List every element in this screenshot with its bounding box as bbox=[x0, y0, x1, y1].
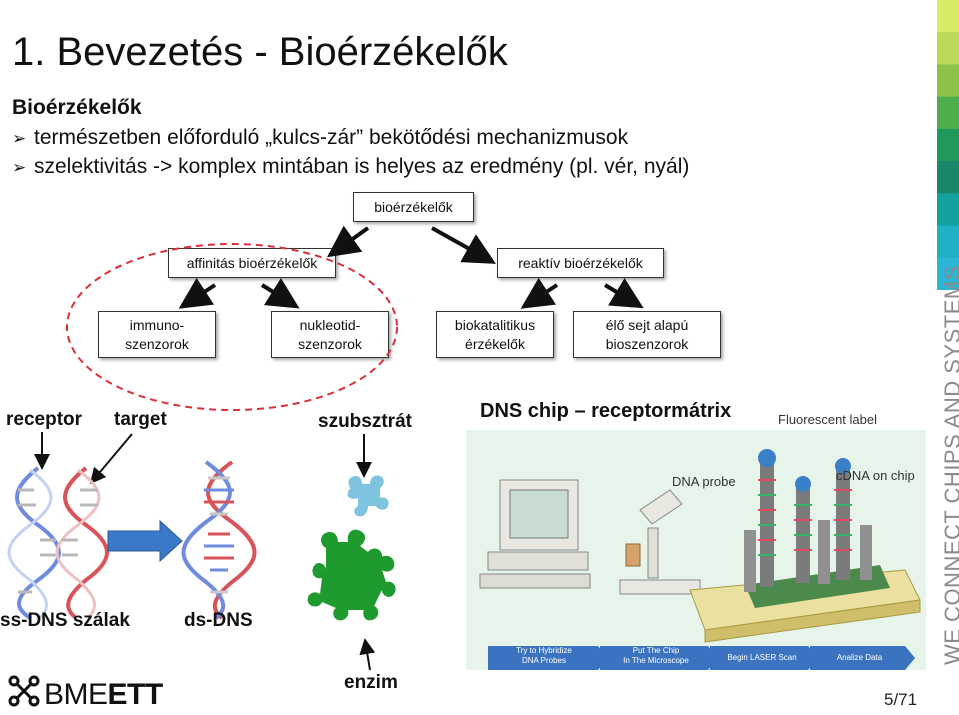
ss-dna-strand-2 bbox=[55, 466, 109, 620]
tree-arrow bbox=[520, 277, 559, 309]
living-cell-label: élő sejt alapú bbox=[605, 316, 689, 333]
brand-color-stripes bbox=[937, 0, 959, 290]
biocatalytic-label: érzékelők bbox=[465, 335, 525, 352]
nucleotide-box: nukleotid- szenzorok bbox=[271, 311, 389, 358]
reactive-box: reaktív bioérzékelők bbox=[497, 248, 664, 278]
nucleotide-label: szenzorok bbox=[298, 335, 362, 352]
tree-arrow bbox=[326, 225, 370, 258]
brand-stripe bbox=[937, 257, 959, 290]
bmeett-logo: BMEETT bbox=[44, 678, 163, 712]
brand-stripe bbox=[937, 32, 959, 65]
page-number: 5/71 bbox=[884, 690, 918, 709]
chip-title: DNS chip – receptormátrix bbox=[480, 400, 732, 422]
living-cell-label: bioszenzorok bbox=[605, 335, 689, 352]
substrate-label: szubsztrát bbox=[318, 411, 412, 432]
biocatalytic-label: biokatalitikus bbox=[454, 316, 536, 333]
immuno-label: immuno- bbox=[129, 316, 185, 333]
brand-stripe bbox=[937, 225, 959, 259]
nucleotide-label: nukleotid- bbox=[299, 316, 361, 333]
enzyme-label: enzim bbox=[344, 672, 398, 693]
slide-subtitle: Bioérzékelők bbox=[12, 96, 142, 119]
brand-stripe bbox=[937, 96, 959, 130]
tree-arrow bbox=[603, 278, 644, 309]
affinity-group-outline bbox=[66, 243, 398, 411]
brand-stripe bbox=[937, 64, 959, 98]
bullet-text: szelektivitás -> komplex mintában is hel… bbox=[34, 155, 690, 178]
step-label: Analize Data bbox=[836, 653, 883, 662]
enzyme-shape bbox=[307, 529, 396, 621]
brand-stripe bbox=[937, 128, 959, 162]
brand-stripe bbox=[937, 161, 959, 194]
enzyme-arrow bbox=[359, 638, 376, 671]
tree-arrow bbox=[178, 277, 217, 309]
fluorescent-label: Fluorescent label bbox=[778, 412, 877, 427]
slide-title: 1. Bevezetés - Bioérzékelők bbox=[12, 30, 508, 74]
receptor-label: receptor bbox=[6, 409, 83, 430]
affinity-label: affinitás bioérzékelők bbox=[186, 254, 318, 271]
living-cell-box: élő sejt alapú bioszenzorok bbox=[573, 311, 721, 358]
arrow-bullet-icon: ➢ bbox=[12, 158, 27, 177]
bullet-item: ➢ természetben előforduló „kulcs-zár” bek… bbox=[12, 126, 628, 150]
probe-stacks bbox=[744, 449, 872, 592]
brand-stripe bbox=[937, 0, 959, 33]
immuno-label: szenzorok bbox=[125, 335, 189, 352]
process-steps bbox=[488, 646, 915, 670]
target-label: target bbox=[114, 409, 167, 430]
brand-slogan: WE CONNECT CHIPS AND SYSTEMS bbox=[940, 265, 959, 665]
target-arrow bbox=[89, 433, 133, 485]
arrow-bullet-icon: ➢ bbox=[12, 129, 27, 148]
dna-chip-illustration bbox=[466, 430, 926, 670]
biocatalytic-box: biokatalitikus érzékelők bbox=[436, 311, 554, 358]
immuno-box: immuno- szenzorok bbox=[98, 311, 216, 358]
tree-root-label: bioérzékelők bbox=[374, 198, 453, 215]
ss-dna-label: ss-DNS szálak bbox=[0, 610, 130, 631]
step-label: Begin LASER Scan bbox=[727, 653, 797, 662]
tree-arrow bbox=[431, 226, 496, 264]
ss-dna-strand-1 bbox=[7, 466, 61, 620]
bullet-text: természetben előforduló „kulcs-zár” bekö… bbox=[34, 126, 629, 149]
brand-stripe bbox=[937, 193, 959, 227]
bmeett-logo-icon bbox=[8, 675, 40, 707]
cdna-label: cDNA on chip bbox=[836, 468, 915, 483]
reactive-label: reaktív bioérzékelők bbox=[518, 254, 643, 271]
dna-probe-label: DNA probe bbox=[672, 474, 736, 489]
bullet-item: ➢ szelektivitás -> komplex mintában is he… bbox=[12, 155, 689, 179]
tree-arrow bbox=[260, 277, 300, 309]
logo-text-ett: ETT bbox=[107, 678, 164, 711]
logo-text-bme: BME bbox=[44, 678, 108, 711]
ds-dna-helix bbox=[181, 460, 257, 620]
substrate-piece bbox=[347, 475, 389, 517]
ds-dna-label: ds-DNS bbox=[184, 610, 253, 631]
hybridization-arrow bbox=[107, 519, 183, 563]
tree-root-box: bioérzékelők bbox=[353, 192, 474, 222]
step-label: Put The Chip In The Microscope bbox=[623, 646, 689, 665]
step-label: Try to Hybridize DNA Probes bbox=[516, 646, 572, 665]
